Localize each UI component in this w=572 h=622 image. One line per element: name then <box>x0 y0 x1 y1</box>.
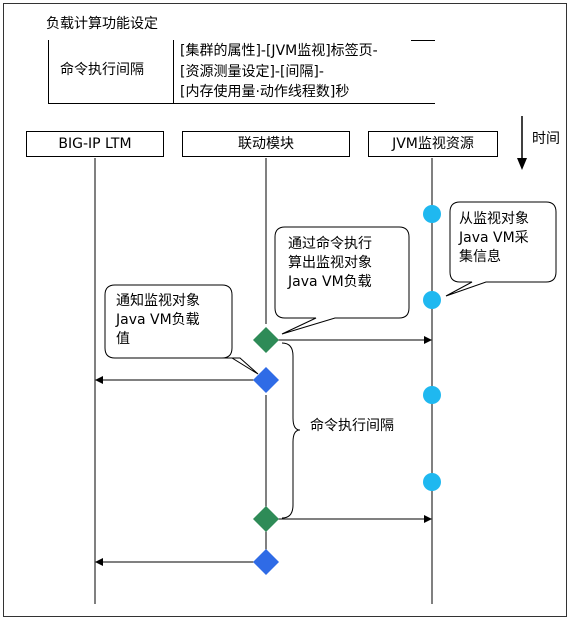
calc-diamond-1 <box>253 327 279 353</box>
callout-collect-line-3: 集信息 <box>459 249 501 265</box>
callout-collect <box>445 201 557 297</box>
callout-calc <box>274 226 410 335</box>
collect-dot-1 <box>423 205 441 223</box>
callout-notify-line-3: 值 <box>116 331 130 347</box>
settings-row-label: 命令执行间隔 <box>60 62 144 78</box>
message-calc-2 <box>278 515 432 523</box>
settings-row-value-1: [集群的属性]-[JVM监视]标签页- <box>180 43 378 59</box>
message-calc-1 <box>278 336 432 344</box>
settings-row-value-3: [内存使用量·动作线程数]秒 <box>180 84 350 100</box>
callout-notify <box>104 284 259 375</box>
notify-diamond-1 <box>253 367 279 393</box>
lifeline-header-jvm: JVM监视资源 <box>368 131 498 157</box>
collect-dot-3 <box>423 386 441 404</box>
settings-title: 负载计算功能设定 <box>46 16 158 32</box>
notify-diamond-2 <box>253 549 279 575</box>
collect-dot-2 <box>423 291 441 309</box>
message-notify-2 <box>95 558 254 566</box>
interval-label: 命令执行间隔 <box>310 418 394 434</box>
collect-dot-4 <box>423 473 441 491</box>
callout-collect-line-1: 从监视对象 <box>459 211 529 227</box>
lifeline-header-bigip: BIG-IP LTM <box>26 131 164 157</box>
calc-diamond-2 <box>253 506 279 532</box>
lifeline-header-linkage: 联动模块 <box>182 131 350 157</box>
callout-collect-line-2: Java VM采 <box>459 230 529 246</box>
callout-calc-line-3: Java VM负载 <box>288 274 372 290</box>
diagram-frame <box>3 3 567 617</box>
callout-notify-line-2: Java VM负载 <box>116 312 200 328</box>
callout-calc-line-2: 算出监视对象 <box>288 255 372 271</box>
time-arrow <box>517 116 527 170</box>
time-label: 时间 <box>532 131 560 147</box>
settings-table <box>48 40 435 104</box>
interval-brace <box>281 342 301 519</box>
callout-notify-line-1: 通知监视对象 <box>116 293 200 309</box>
callout-calc-line-1: 通过命令执行 <box>288 236 372 252</box>
settings-row-value-2: [资源测量设定]-[间隔]- <box>180 64 324 80</box>
message-notify-1 <box>95 376 254 384</box>
